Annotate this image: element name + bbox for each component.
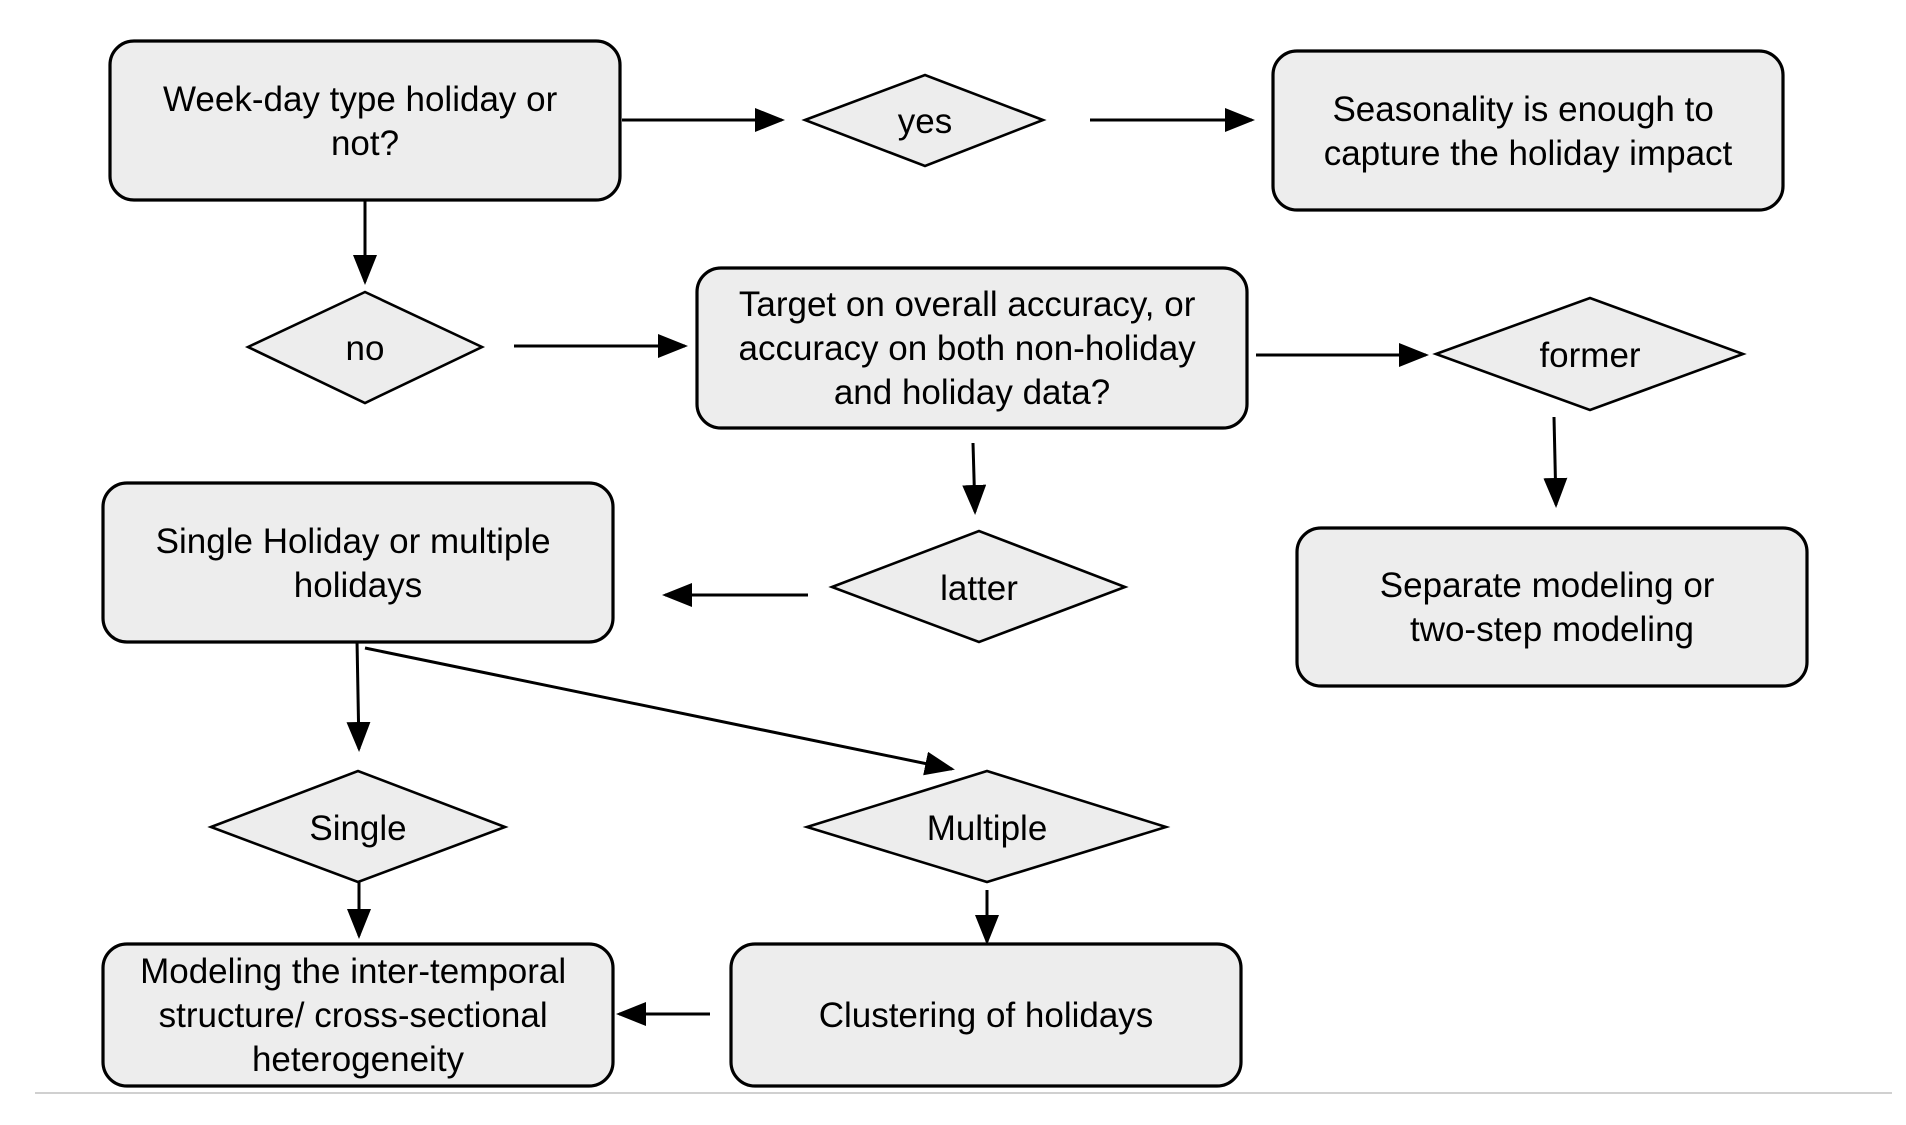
target-accuracy-line-3: and holiday data?	[834, 373, 1110, 412]
svg-text:Multiple: Multiple	[927, 809, 1048, 848]
nodes: Week-day type holiday or not? yes Season…	[101, 39, 1809, 1088]
multiple-decision: Multiple	[802, 769, 1171, 884]
separate-modeling-box: Separate modeling or two-step modeling	[1295, 526, 1809, 688]
modeling-structure-box: Modeling the inter-temporal structure/ c…	[101, 942, 615, 1088]
seasonality-box: Seasonality is enough to capture the hol…	[1271, 49, 1785, 212]
single-or-multiple-box: Single Holiday or multiple holidays	[101, 481, 615, 644]
former-decision: former	[1432, 296, 1747, 412]
svg-text:Single Holiday or multiple: Single Holiday or multiple holidays	[156, 522, 561, 605]
modeling-structure-line-3: heterogeneity	[252, 1040, 465, 1079]
weekday-holiday-line-1: Week-day type holiday or	[163, 80, 558, 119]
svg-text:former: former	[1539, 336, 1640, 375]
weekday-holiday-line-2: not?	[331, 124, 399, 163]
no-decision: no	[244, 290, 486, 405]
edge-former-to-separate	[1543, 416, 1568, 508]
single-or-multiple-line-2: holidays	[294, 566, 422, 605]
edge-single-multiple-to-single	[346, 639, 371, 752]
clustering-label: Clustering of holidays	[819, 996, 1154, 1035]
weekday-holiday-box: Week-day type holiday or not?	[108, 39, 622, 202]
svg-text:Single: Single	[309, 809, 406, 848]
multiple-decision-label: Multiple	[927, 809, 1048, 848]
modeling-structure-line-2: structure/ cross-sectional	[159, 996, 548, 1035]
svg-text:Modeling the inter-temporal: Modeling the inter-temporal structure/ c…	[140, 952, 576, 1079]
svg-text:latter: latter	[940, 569, 1018, 608]
former-decision-label: former	[1539, 336, 1640, 375]
single-or-multiple-line-1: Single Holiday or multiple	[156, 522, 551, 561]
yes-decision-label: yes	[898, 102, 952, 141]
svg-text:Week-day type holiday or: Week-day type holiday or not?	[163, 80, 567, 163]
svg-text:no: no	[346, 329, 385, 368]
no-decision-label: no	[346, 329, 385, 368]
single-decision: Single	[207, 769, 509, 884]
target-accuracy-line-1: Target on overall accuracy, or	[739, 285, 1196, 324]
edge-target-to-latter	[962, 442, 987, 515]
yes-decision: yes	[801, 73, 1047, 168]
edge-single-multiple-to-multiple	[364, 646, 955, 776]
svg-text:yes: yes	[898, 102, 952, 141]
edges	[346, 108, 1568, 1026]
modeling-structure-line-1: Modeling the inter-temporal	[140, 952, 566, 991]
svg-text:Clustering of holidays: Clustering of holidays	[819, 996, 1154, 1035]
target-accuracy-line-2: accuracy on both non-holiday	[739, 329, 1197, 368]
latter-decision-label: latter	[940, 569, 1018, 608]
separate-modeling-line-1: Separate modeling or	[1380, 566, 1715, 605]
svg-text:Target on overall accuracy, or: Target on overall accuracy, or accuracy …	[739, 285, 1206, 412]
svg-text:Separate modeling or t: Separate modeling or two-step modeling	[1380, 566, 1724, 649]
seasonality-line-2: capture the holiday impact	[1324, 134, 1733, 173]
separate-modeling-line-2: two-step modeling	[1410, 610, 1694, 649]
target-accuracy-box: Target on overall accuracy, or accuracy …	[695, 266, 1249, 430]
svg-text:Seasonality is enough to: Seasonality is enough to capture the hol…	[1324, 90, 1733, 173]
clustering-box: Clustering of holidays	[729, 942, 1243, 1088]
seasonality-line-1: Seasonality is enough to	[1332, 90, 1713, 129]
single-decision-label: Single	[309, 809, 406, 848]
latter-decision: latter	[828, 529, 1129, 644]
